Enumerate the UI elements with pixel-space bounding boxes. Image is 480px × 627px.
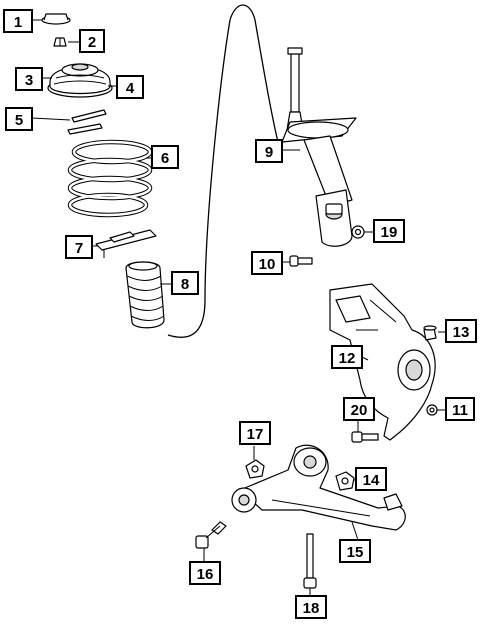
callout-label: 2	[88, 34, 96, 51]
part-strut-nut	[351, 225, 365, 239]
part-dust-boot	[125, 261, 165, 329]
part-knuckle-nut	[426, 404, 438, 416]
callout-label: 10	[259, 256, 276, 273]
callout-1: 1	[3, 9, 33, 33]
callout-14: 14	[355, 467, 387, 491]
callout-10: 10	[251, 251, 283, 275]
part-upper-cap	[41, 13, 71, 25]
callout-label: 16	[197, 566, 214, 583]
callout-7: 7	[65, 235, 93, 259]
callout-label: 19	[381, 224, 398, 241]
callout-11: 11	[445, 397, 475, 421]
callout-19: 19	[373, 219, 405, 243]
callout-17: 17	[239, 421, 271, 445]
callout-label: 13	[453, 324, 470, 341]
callout-label: 14	[363, 472, 380, 489]
callout-label: 3	[25, 72, 33, 89]
part-spring-isolator	[67, 109, 107, 135]
callout-label: 11	[452, 402, 468, 419]
part-mount-nut	[53, 37, 67, 47]
part-knuckle-bolt	[289, 255, 313, 267]
callout-label: 8	[181, 276, 189, 293]
callout-16: 16	[189, 561, 221, 585]
part-lower-spring-seat	[95, 229, 157, 258]
part-control-arm-nut	[245, 459, 265, 479]
callout-18: 18	[295, 595, 327, 619]
callout-label: 12	[339, 350, 356, 367]
callout-label: 9	[265, 144, 273, 161]
callout-label: 15	[347, 544, 364, 561]
callout-label: 5	[15, 112, 23, 129]
callout-4: 4	[116, 75, 144, 99]
callout-5: 5	[5, 107, 33, 131]
callout-label: 17	[247, 426, 264, 443]
callout-label: 7	[75, 240, 83, 257]
callout-2: 2	[79, 29, 105, 53]
callout-15: 15	[339, 539, 371, 563]
part-caliper-bolt	[423, 325, 437, 341]
callout-3: 3	[15, 67, 43, 91]
callout-12: 12	[331, 345, 363, 369]
callout-6: 6	[151, 145, 179, 169]
part-lower-control-arm	[231, 444, 406, 531]
part-control-arm-bolt	[195, 521, 227, 549]
callout-label: 4	[126, 80, 135, 97]
part-steering-knuckle	[329, 283, 436, 441]
callout-8: 8	[171, 271, 199, 295]
assembly-separator-curve	[167, 4, 281, 338]
part-strut-assembly	[281, 47, 357, 247]
callout-13: 13	[445, 319, 477, 343]
part-long-bolt	[303, 533, 317, 589]
callout-label: 18	[303, 600, 320, 617]
callout-label: 20	[351, 402, 368, 419]
callout-20: 20	[343, 397, 375, 421]
callout-label: 1	[14, 14, 22, 31]
part-upper-mount	[47, 63, 113, 98]
callout-label: 6	[161, 150, 169, 167]
part-pinch-bolt	[351, 431, 379, 443]
part-coil-spring	[67, 139, 153, 218]
part-ball-joint-nut	[335, 471, 355, 491]
callout-9: 9	[255, 139, 283, 163]
